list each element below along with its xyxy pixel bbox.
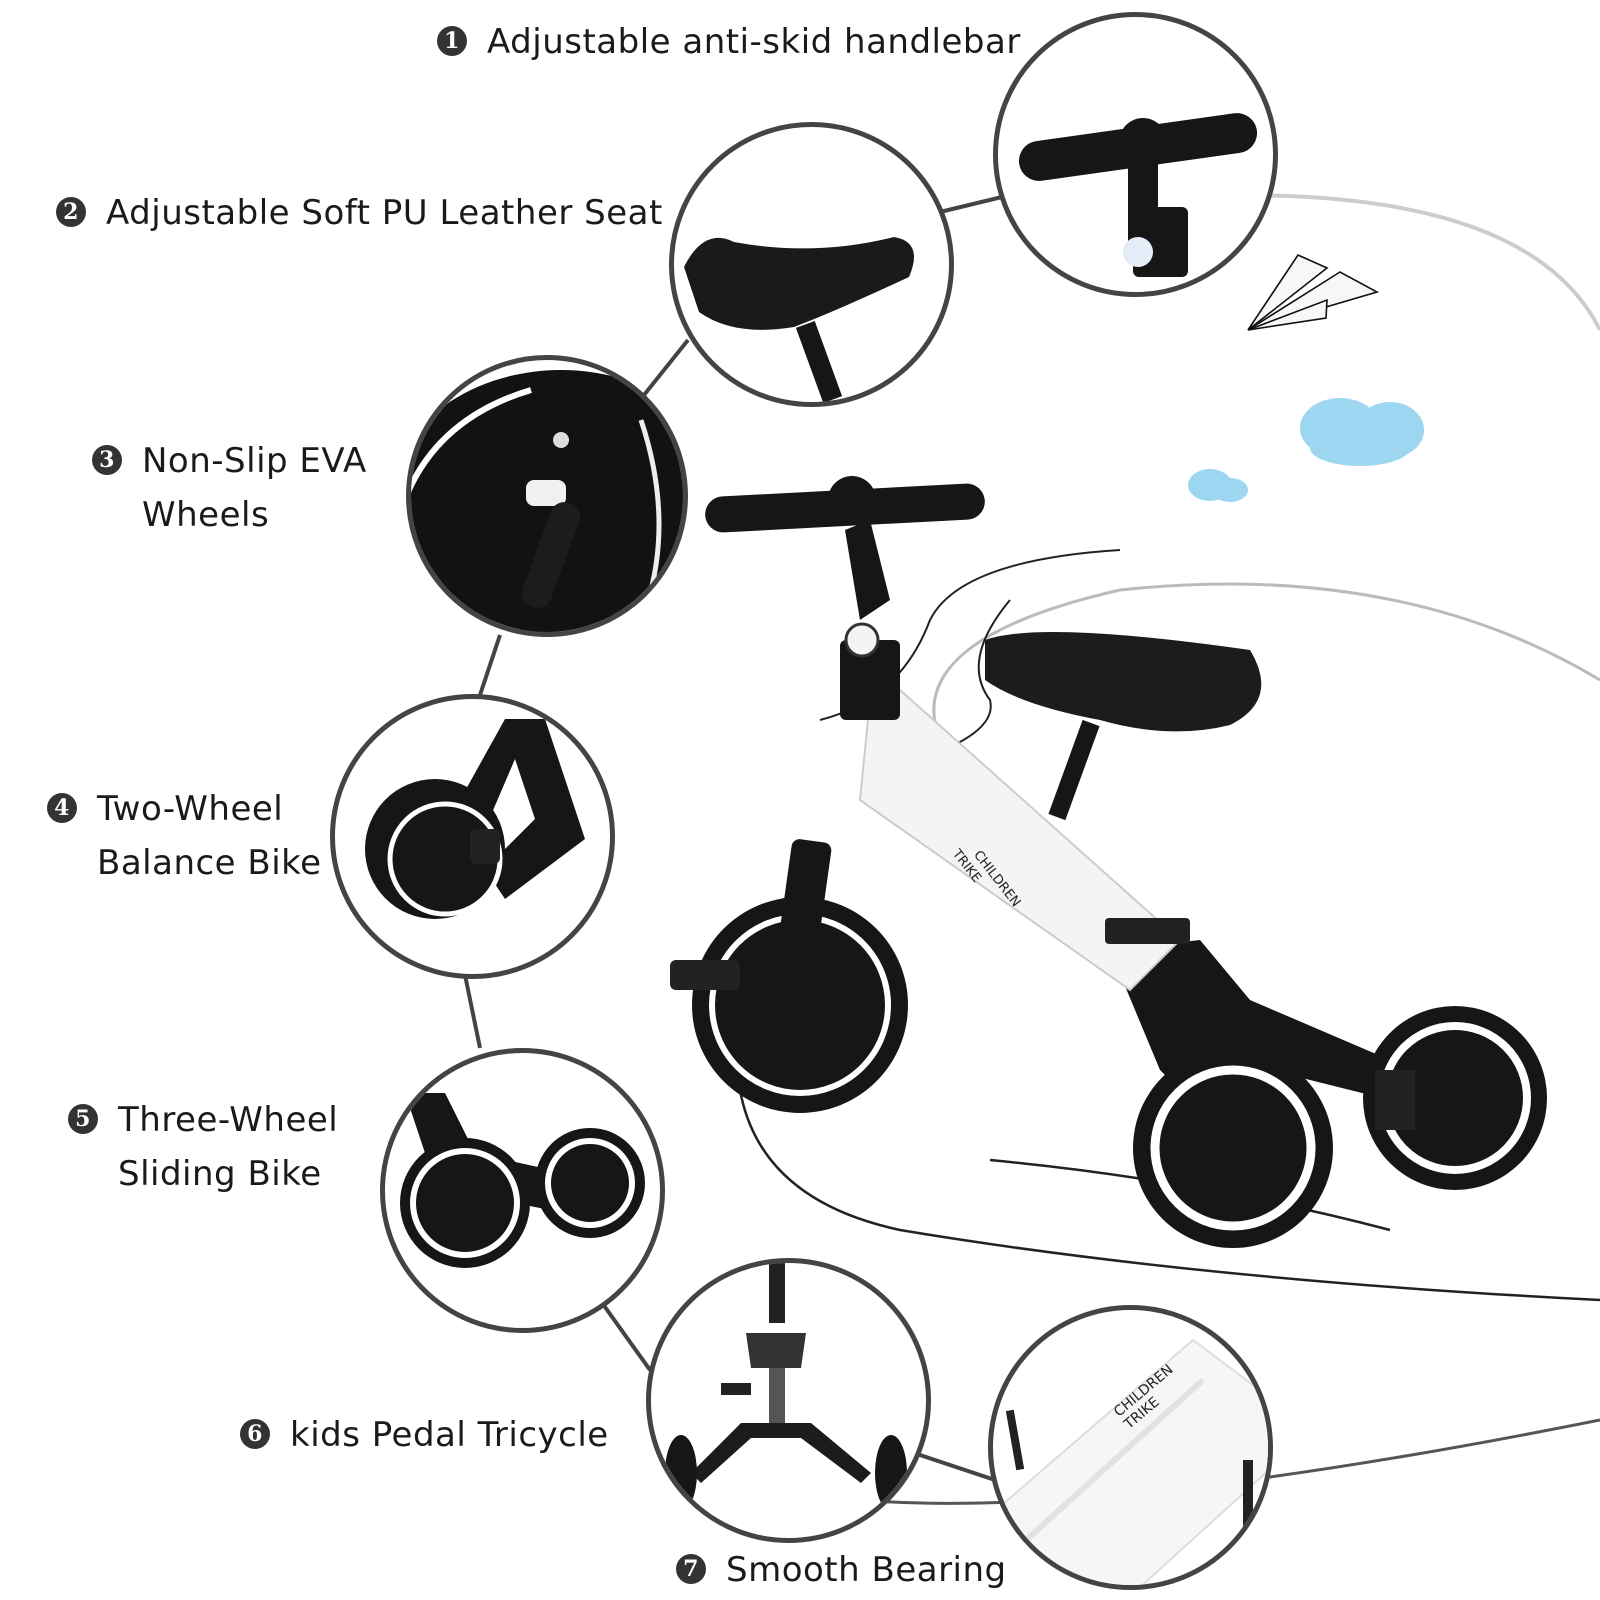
number-badge-1: 1	[437, 25, 467, 56]
eva-wheel-icon	[411, 370, 683, 632]
seat-icon	[684, 237, 914, 402]
bearing-detail-circle: CHILDREN TRIKE	[988, 1305, 1273, 1590]
tricycle-product-image	[670, 476, 1547, 1248]
handlebar-icon	[1018, 113, 1258, 277]
number-badge-6: 6	[240, 1418, 270, 1449]
sliding-bike-detail-circle	[380, 1048, 665, 1333]
pedal-tricycle-detail-circle	[646, 1258, 931, 1543]
cloud-icon	[1300, 398, 1424, 466]
balance-bike-detail-circle	[330, 694, 615, 979]
number-badge-2: 2	[56, 196, 86, 227]
frame-closeup-icon	[993, 1338, 1268, 1585]
sliding-wheels-icon	[400, 1093, 645, 1268]
paper-plane-icon	[1247, 253, 1380, 331]
number-badge-3: 3	[92, 444, 122, 475]
number-badge-7: 7	[676, 1553, 706, 1584]
tricycle-front-icon	[665, 1263, 907, 1511]
wheel-detail-circle	[406, 355, 688, 637]
number-badge-4: 4	[47, 792, 77, 823]
balance-wheel-icon	[365, 719, 585, 919]
seat-detail-circle	[669, 122, 954, 407]
number-badge-5: 5	[68, 1103, 98, 1134]
small-cloud-icon	[1188, 469, 1248, 502]
handlebar-detail-circle	[993, 12, 1278, 297]
